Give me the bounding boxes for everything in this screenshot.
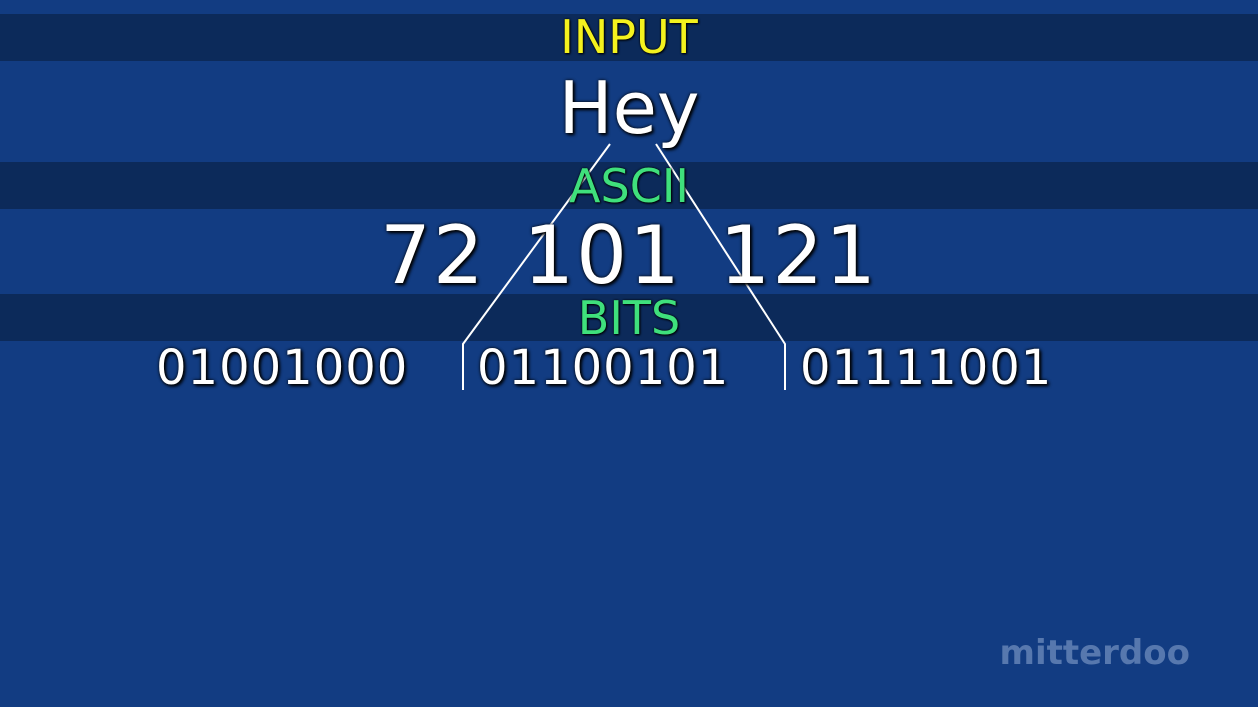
watermark-logo: mitterdoo [999, 633, 1190, 673]
bits-byte-2: 01100101 [477, 340, 730, 396]
input-heading: INPUT [560, 10, 698, 64]
bits-heading: BITS [577, 291, 681, 345]
input-band [0, 14, 1258, 61]
input-word: Hey [558, 66, 700, 150]
bits-byte-1: 01001000 [156, 340, 409, 396]
right-divider-line [655, 143, 786, 390]
bits-band [0, 294, 1258, 341]
ascii-heading: ASCII [569, 159, 689, 213]
left-divider-line [462, 143, 611, 390]
ascii-values: 72 101 121 [379, 209, 879, 302]
bits-byte-3: 01111001 [800, 340, 1053, 396]
ascii-band [0, 162, 1258, 209]
